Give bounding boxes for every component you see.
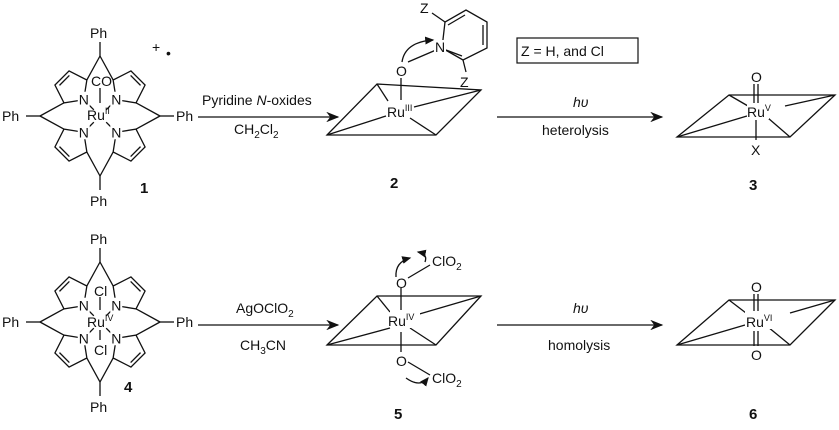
phenyl-label: Ph bbox=[90, 193, 107, 209]
substituent-z-bottom: Z bbox=[460, 74, 469, 90]
radical-dot: • bbox=[166, 45, 171, 61]
pyrrole-nitrogen: N bbox=[111, 298, 121, 314]
metal-ru-6: RuVI bbox=[746, 313, 772, 330]
metal-ru-4: RuIV bbox=[87, 313, 113, 330]
pyrrole-ring bbox=[112, 70, 146, 104]
pyrrole-ring bbox=[54, 276, 88, 310]
pyrrole-ring bbox=[112, 128, 146, 162]
compound-label-1: 1 bbox=[140, 180, 148, 197]
pyrrole-nitrogen: N bbox=[111, 124, 121, 140]
pyrrole-ring bbox=[54, 70, 88, 104]
pyrrole-nitrogen: N bbox=[111, 92, 121, 108]
axial-co: CO bbox=[91, 73, 112, 89]
compound-3: O RuV X 3 bbox=[675, 69, 837, 194]
oxo-oxygen-top: O bbox=[751, 279, 762, 295]
oxygen-bottom: O bbox=[396, 353, 407, 369]
phenyl-label: Ph bbox=[90, 231, 107, 247]
axial-x: X bbox=[751, 142, 761, 158]
compound-label-2: 2 bbox=[390, 175, 398, 192]
substituent-note-box bbox=[516, 37, 639, 64]
compound-2: N Z Z O RuIII 2 bbox=[325, 0, 488, 192]
metal-ru-5: RuIV bbox=[388, 312, 414, 329]
pyrrole-ring bbox=[112, 334, 146, 368]
reagent-pyridine-n-oxides: Pyridine N-oxides bbox=[202, 92, 312, 108]
axial-cl-bottom: Cl bbox=[94, 342, 107, 358]
solvent-ch2cl2: CH2Cl2 bbox=[234, 121, 279, 141]
condition-heterolysis: heterolysis bbox=[542, 122, 609, 138]
metal-ru-3: RuV bbox=[747, 103, 771, 120]
pyrrole-nitrogen: N bbox=[79, 330, 89, 346]
perchlorate-top: ClO2 bbox=[432, 253, 462, 273]
compound-label-6: 6 bbox=[749, 406, 757, 423]
oxygen-top: O bbox=[396, 275, 407, 291]
oxo-oxygen-bottom: O bbox=[751, 347, 762, 363]
compound-5: O O RuIV ClO2 ClO2 5 bbox=[325, 249, 483, 423]
phenyl-label: Ph bbox=[176, 314, 193, 330]
pyridine-ring bbox=[441, 9, 488, 61]
axial-cl-top: Cl bbox=[94, 283, 107, 299]
oxygen: O bbox=[396, 63, 407, 79]
metal-ru-1: RuII bbox=[87, 106, 110, 123]
pyrrole-ring bbox=[54, 334, 88, 368]
pyridine-n: N bbox=[435, 39, 445, 55]
phenyl-label: Ph bbox=[176, 108, 193, 124]
pyrrole-nitrogen: N bbox=[79, 298, 89, 314]
charge-plus: + bbox=[152, 39, 160, 55]
phenyl-label: Ph bbox=[2, 108, 19, 124]
solvent-ch3cn: CH3CN bbox=[240, 337, 286, 357]
phenyl-label: Ph bbox=[2, 314, 19, 330]
metal-ru-2: RuIII bbox=[387, 103, 412, 120]
phenyl-label: Ph bbox=[90, 25, 107, 41]
pyrrole-ring bbox=[112, 276, 146, 310]
substituent-z-top: Z bbox=[420, 0, 429, 16]
phenyl-label: Ph bbox=[90, 399, 107, 415]
compound-6: O O RuVI 6 bbox=[675, 279, 837, 423]
pyrrole-nitrogen: N bbox=[79, 92, 89, 108]
curved-arrow bbox=[401, 36, 435, 63]
pyrrole-nitrogen: N bbox=[111, 330, 121, 346]
condition-hv-1: hυ bbox=[573, 94, 589, 110]
pyrrole-ring bbox=[54, 128, 88, 162]
o-n-bond bbox=[407, 49, 437, 63]
condition-homolysis: homolysis bbox=[548, 337, 610, 353]
perchlorate-bottom: ClO2 bbox=[432, 370, 462, 390]
substituent-note: Z = H, and Cl bbox=[521, 43, 604, 59]
pyrrole-nitrogen: N bbox=[79, 124, 89, 140]
reagent-agoclo2: AgOClO2 bbox=[236, 300, 294, 320]
condition-hv-2: hυ bbox=[573, 300, 589, 316]
compound-label-4: 4 bbox=[124, 379, 133, 396]
compound-label-3: 3 bbox=[749, 177, 757, 194]
compound-label-5: 5 bbox=[394, 406, 402, 423]
oxo-oxygen: O bbox=[751, 69, 762, 85]
